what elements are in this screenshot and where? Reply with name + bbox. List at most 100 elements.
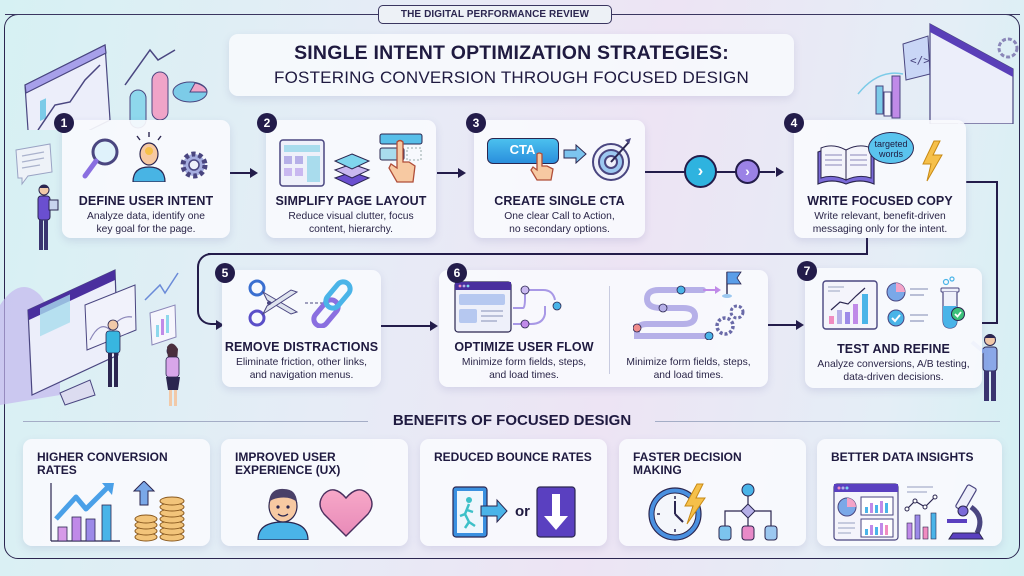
connector-4-7-loop [996, 181, 998, 323]
microscope-icon [946, 483, 984, 539]
step-card-test-and-refine: TEST AND REFINE Analyze conversions, A/B… [805, 268, 982, 388]
gear-icon [180, 151, 208, 179]
heart-icon [318, 488, 373, 537]
web-code-illustration: </> [857, 22, 1019, 124]
connector-4-7-loop [982, 322, 998, 324]
step-card-optimize-user-flow: OPTIMIZE USER FLOW Minimize form fields,… [439, 270, 768, 387]
benefit-title: BETTER DATA INSIGHTS [831, 450, 974, 464]
step-description: Eliminate friction, other links,and navi… [235, 357, 368, 381]
step-number-badge: 3 [466, 113, 486, 133]
masthead-rule-left [5, 14, 378, 16]
benefit-title: IMPROVED USER EXPERIENCE (UX) [235, 450, 341, 477]
pie-check-list-icon [886, 282, 928, 327]
step-title: TEST AND REFINE [837, 342, 950, 356]
next-step-bubble-icon: › [684, 155, 717, 188]
line-bar-chart-icon [904, 485, 937, 539]
hand-pointer-icon [379, 133, 423, 183]
step-card-remove-distractions: REMOVE DISTRACTIONS Eliminate friction, … [222, 270, 381, 387]
connector-4-5-curve [197, 253, 219, 325]
publication-masthead: THE DIGITAL PERFORMANCE REVIEW [378, 5, 612, 24]
masthead-rule-right [612, 14, 1020, 16]
chat-bubble-illustration [15, 143, 53, 186]
connector-6-7 [768, 324, 796, 326]
open-book-icon [817, 145, 875, 185]
step-number-badge: 6 [447, 263, 467, 283]
target-icon [591, 138, 631, 181]
page-subtitle: FOSTERING CONVERSION THROUGH FOCUSED DES… [274, 68, 749, 87]
title-banner: SINGLE INTENT OPTIMIZATION STRATEGIES: F… [229, 34, 794, 96]
benefit-title: REDUCED BOUNCE RATES [434, 450, 592, 464]
browser-flow-icon [454, 281, 562, 333]
benefits-divider-left [23, 421, 368, 422]
layers-icon [333, 153, 371, 187]
lightbulb-head-icon [132, 132, 166, 182]
step-number-badge: 4 [784, 113, 804, 133]
test-tube-icon [940, 276, 965, 329]
step-number-badge: 2 [257, 113, 277, 133]
step-number-badge: 1 [54, 113, 74, 133]
page-title: SINGLE INTENT OPTIMIZATION STRATEGIES: [294, 42, 729, 64]
arrow-head [776, 167, 784, 177]
arrow-head [216, 320, 224, 330]
lightning-icon [922, 140, 943, 182]
scissors-icon [248, 279, 298, 327]
benefit-card-faster-decision-making: FASTER DECISION MAKING [619, 439, 806, 546]
step-title: REMOVE DISTRACTIONS [224, 340, 379, 354]
winding-path-flag-icon [633, 271, 745, 340]
step-title: CREATE SINGLE CTA [494, 194, 625, 208]
divider [609, 286, 610, 374]
step-title: SIMPLIFY PAGE LAYOUT [275, 194, 427, 208]
cta-button-icon: CTA [486, 130, 559, 182]
connector-4-5 [866, 238, 868, 253]
svg-text:</>: </> [910, 54, 930, 67]
connector-4-5 [208, 253, 868, 255]
growth-chart-icon [49, 482, 120, 542]
connector-1-2 [230, 172, 252, 174]
benefits-divider-right [655, 421, 1000, 422]
down-arrow-icon [536, 485, 576, 538]
dashboard-icon [832, 482, 899, 541]
decision-tree-icon [718, 483, 777, 540]
benefit-title: HIGHER CONVERSION RATES [37, 450, 168, 477]
connector-5-6 [381, 325, 431, 327]
arrow-head [250, 168, 258, 178]
connector-4-7-loop [966, 181, 998, 183]
step-card-simplify-page-layout: SIMPLIFY PAGE LAYOUT Reduce visual clutt… [266, 120, 436, 238]
benefit-card-reduced-bounce-rates: REDUCED BOUNCE RATES or [420, 439, 607, 546]
chain-link-icon [304, 279, 353, 328]
benefit-title: FASTER DECISION MAKING [633, 450, 742, 477]
magnifier-icon [82, 138, 119, 179]
step-description: Minimize form fields, steps,and load tim… [461, 357, 587, 381]
step-number-badge: 5 [215, 263, 235, 283]
next-step-bubble-icon: › [735, 159, 760, 184]
step-card-define-user-intent: DEFINE USER INTENT Analyze data, identif… [62, 120, 230, 238]
arrow-head [796, 320, 804, 330]
benefit-card-higher-conversion-rates: HIGHER CONVERSION RATES [23, 439, 210, 546]
benefits-heading: BENEFITS OF FOCUSED DESIGN [392, 412, 632, 429]
step-description: Analyze conversions, A/B testing,data-dr… [817, 359, 970, 383]
step-title: OPTIMIZE USER FLOW [454, 340, 594, 354]
arrow-head [458, 168, 466, 178]
arrow-head [430, 321, 438, 331]
arrow-right-icon [563, 144, 587, 164]
step-title: WRITE FOCUSED COPY [807, 194, 953, 208]
step-title: DEFINE USER INTENT [78, 194, 214, 208]
team-monitor-illustration [0, 269, 180, 406]
connector-2-3 [437, 172, 461, 174]
analytics-dashboard-illustration [24, 44, 208, 130]
step-number-badge: 7 [797, 261, 817, 281]
clock-lightning-icon [647, 483, 706, 541]
layout-grid-icon [279, 139, 325, 187]
person-with-tablet-illustration [37, 184, 59, 250]
step-description-secondary: Minimize form fields, steps,and load tim… [626, 357, 751, 381]
exit-door-icon [452, 485, 508, 538]
benefit-card-improved-user-experience: IMPROVED USER EXPERIENCE (UX) [221, 439, 408, 546]
coins-icon [132, 480, 184, 541]
step-description: One clear Call to Action,no secondary op… [504, 211, 615, 235]
benefit-card-better-data-insights: BETTER DATA INSIGHTS [817, 439, 1002, 546]
